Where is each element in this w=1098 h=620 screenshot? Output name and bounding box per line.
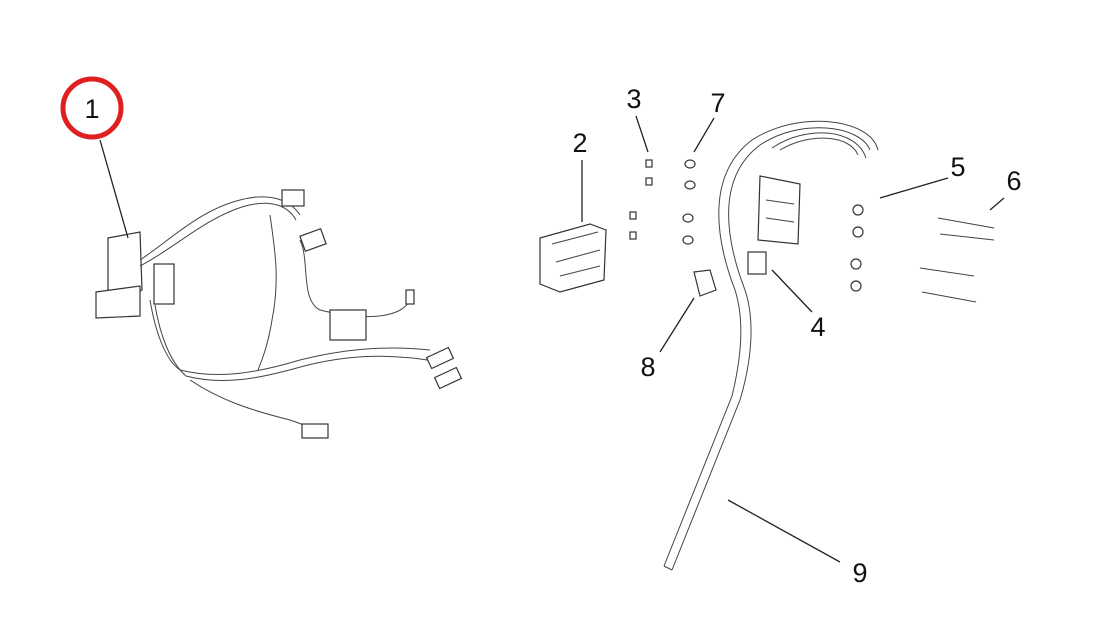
grommets-part-5[interactable] (850, 204, 864, 292)
leader-line-1 (99, 139, 129, 239)
wiring-harness-part-1[interactable] (95, 189, 463, 439)
tube-part-9[interactable] (663, 120, 879, 571)
bracket-part-2[interactable] (539, 223, 607, 293)
callout-2[interactable]: 2 (572, 128, 587, 158)
callout-4[interactable]: 4 (810, 312, 825, 342)
nuts-part-3[interactable] (629, 159, 653, 240)
callout-5[interactable]: 5 (950, 152, 965, 182)
callout-1[interactable]: 1 (84, 94, 99, 124)
callout-7[interactable]: 7 (710, 88, 725, 118)
control-unit-part-4[interactable] (747, 175, 801, 275)
leader-line-3 (635, 115, 649, 153)
leader-line-6 (989, 197, 1005, 211)
leader-line-9 (727, 499, 841, 563)
callout-9[interactable]: 9 (852, 558, 867, 588)
callout-6[interactable]: 6 (1006, 166, 1021, 196)
highlight-circle (60, 76, 124, 140)
callout-8[interactable]: 8 (640, 352, 655, 382)
callout-3[interactable]: 3 (626, 84, 641, 114)
clip-part-8[interactable] (693, 269, 717, 297)
washers-part-7[interactable] (682, 159, 696, 245)
leader-line-7 (693, 117, 715, 153)
bolts-part-6[interactable] (919, 217, 995, 303)
leader-line-4 (771, 269, 813, 313)
leader-line-5 (879, 177, 949, 199)
leader-line-8 (659, 297, 695, 353)
